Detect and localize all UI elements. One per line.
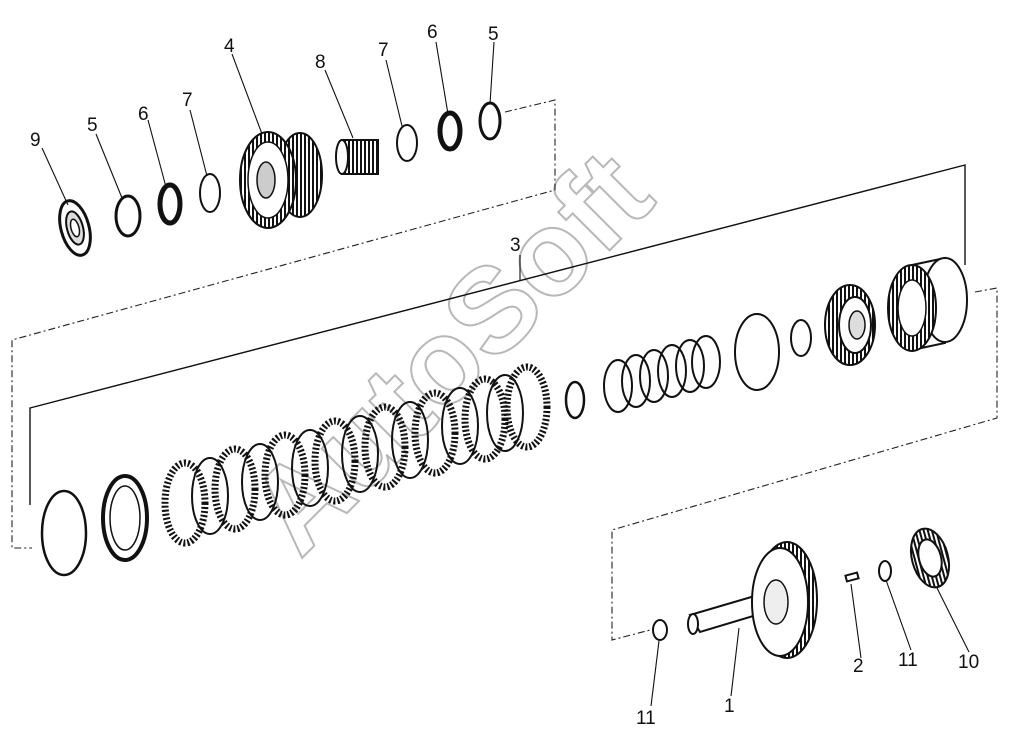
washer-7a: [199, 173, 221, 213]
clutch-drum: [887, 256, 968, 352]
callout-6b: 6: [427, 22, 438, 43]
washer-5a: [114, 194, 142, 238]
upper-assembly-boundary: [11, 99, 556, 549]
bearing-10: [909, 527, 951, 589]
needle-bearing-8: [335, 139, 379, 175]
gear-4: [239, 131, 323, 229]
shaft-gear-1: [687, 541, 818, 659]
callout-11a: 11: [636, 708, 656, 729]
pin-2: [844, 571, 860, 583]
clutch-pack-3: [40, 256, 968, 577]
callout-4: 4: [224, 36, 235, 57]
callout-2: 2: [853, 656, 864, 677]
snap-ring-11a: [652, 619, 668, 641]
piston: [824, 284, 876, 366]
callout-7a: 7: [182, 90, 193, 111]
bearing-9: [58, 199, 92, 257]
washer-5b: [478, 101, 502, 141]
snap-ring-11b: [878, 560, 892, 582]
callout-3: 3: [510, 235, 521, 256]
return-spring: [603, 335, 721, 413]
callout-5b: 5: [488, 24, 499, 45]
callout-1: 1: [724, 696, 735, 717]
callout-5a: 5: [87, 115, 98, 136]
ring-6a: [157, 182, 183, 226]
callout-7b: 7: [378, 40, 389, 61]
ring-6b: [437, 110, 463, 152]
callout-8: 8: [315, 52, 326, 73]
callout-11b: 11: [898, 650, 918, 671]
clutch-pack-boundary: [611, 287, 998, 641]
clutch-pack-bracket: [29, 164, 966, 505]
callout-10: 10: [958, 652, 979, 673]
callout-6a: 6: [138, 104, 149, 125]
washer-7b: [396, 124, 418, 162]
callout-9: 9: [30, 130, 41, 151]
